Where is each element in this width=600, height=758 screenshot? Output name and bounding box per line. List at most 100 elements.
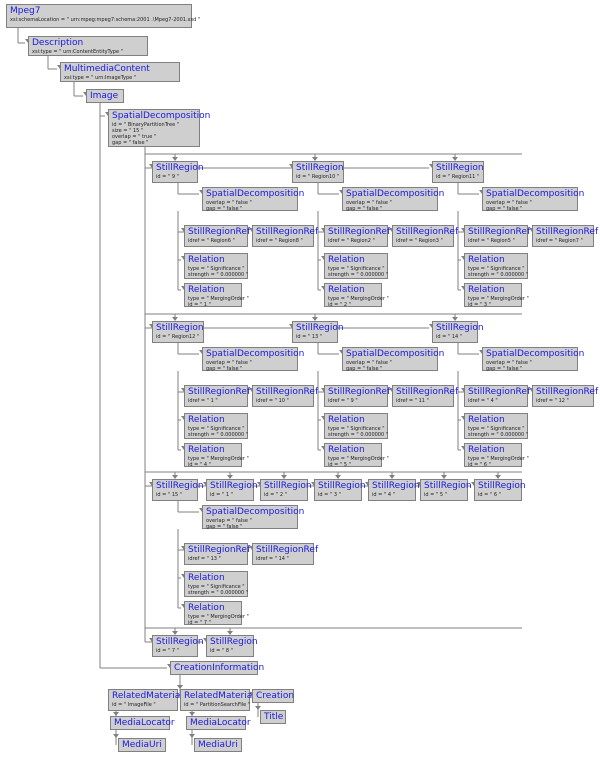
node-title: StillRegion — [156, 163, 204, 173]
node-attribute: gap = " false " — [206, 206, 243, 212]
node-creation-information-ci[interactable]: CreationInformation — [170, 661, 264, 675]
node-title: Relation — [328, 415, 365, 425]
node-attribute: type = " Significance " — [328, 266, 385, 272]
node-title: Relation — [328, 285, 365, 295]
node-attribute: xsi:type = " urn:ContentEntityType " — [32, 49, 123, 55]
node-title: StillRegion — [210, 481, 258, 491]
node-attribute: type = " MergingOrder " — [188, 296, 249, 302]
node-title: StillRegion — [318, 481, 366, 491]
node-title: Description — [32, 38, 84, 48]
node-attribute: type = " Significance " — [188, 584, 245, 590]
node-attribute: strength = " 0.000000 " — [188, 432, 249, 438]
node-attribute: gap = " false " — [206, 524, 243, 530]
node-title: SpatialDecomposition — [486, 349, 585, 359]
node-title: SpatialDecomposition — [346, 349, 445, 359]
node-image-image[interactable]: Image — [86, 89, 124, 103]
node-attribute: idref = " 14 " — [256, 556, 289, 562]
node-media-uri-mu1[interactable]: MediaUri — [118, 738, 166, 752]
node-attribute: id = " BinaryPartitionTree " — [112, 122, 180, 128]
node-attribute: gap = " false " — [486, 206, 523, 212]
connector-arrow — [227, 631, 233, 635]
node-attribute: id = " 9 " — [156, 174, 179, 180]
node-title: StillRegionRef — [188, 545, 251, 555]
node-title: SpatialDecomposition — [206, 349, 305, 359]
node-attribute: strength = " 0.000000 " — [468, 432, 529, 438]
node-attribute: strength = " 0.000000 " — [468, 272, 529, 278]
node-title-title[interactable]: Title — [260, 710, 286, 724]
connector-arrow — [172, 475, 178, 479]
node-media-locator-ml2[interactable]: MediaLocator — [186, 716, 251, 730]
node-media-locator-ml1[interactable]: MediaLocator — [110, 716, 175, 730]
node-attribute: id = " 1 " — [188, 302, 211, 308]
node-attribute: strength = " 0.000000 " — [188, 590, 249, 596]
node-attribute: id = " Region10 " — [296, 174, 340, 180]
node-title: Creation — [256, 691, 295, 701]
node-title: StillRegionRef — [536, 227, 599, 237]
node-title: Title — [264, 712, 284, 722]
connector-arrow — [312, 157, 318, 161]
connector-arrow — [227, 475, 233, 479]
node-title: Image — [90, 91, 119, 101]
node-creation-creation[interactable]: Creation — [252, 689, 294, 703]
node-title: Relation — [188, 415, 225, 425]
node-media-uri-mu2[interactable]: MediaUri — [194, 738, 242, 752]
node-title: StillRegion — [296, 323, 344, 333]
